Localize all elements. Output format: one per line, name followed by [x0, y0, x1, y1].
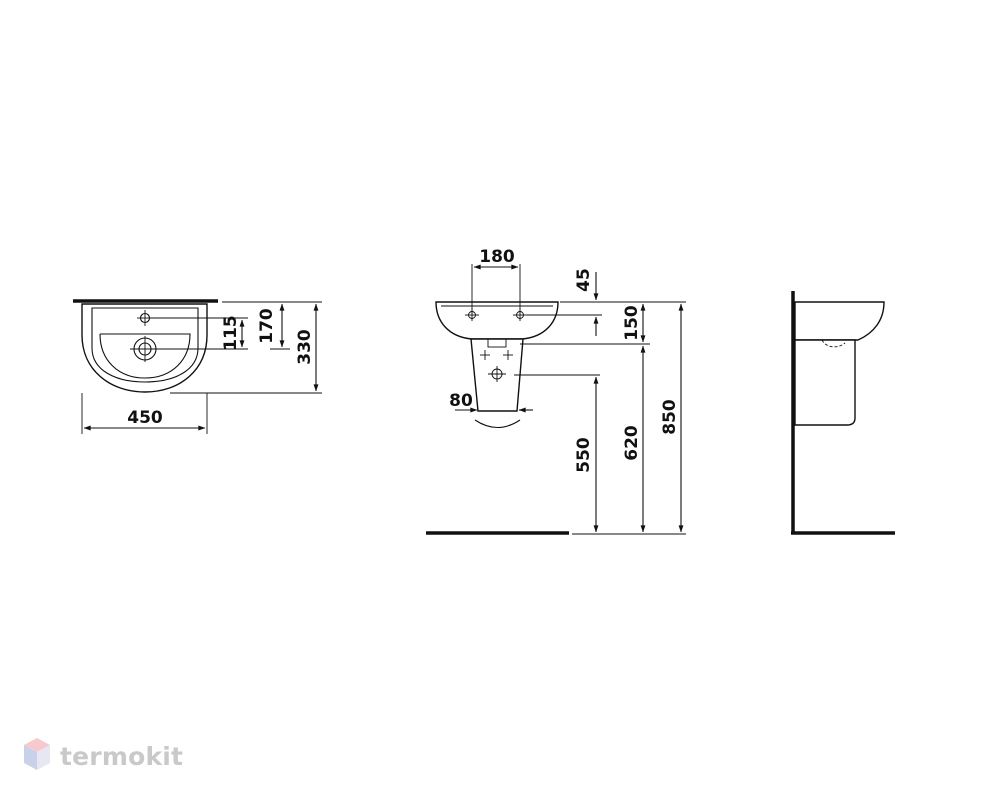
dim-depth: 330: [295, 329, 315, 365]
front-view-supply-right: [503, 350, 513, 360]
front-view-supply-left: [480, 350, 490, 360]
front-view: 180 45 150 550 620 850: [426, 247, 686, 535]
top-view-drain: [130, 336, 160, 362]
brand-name: termokit: [60, 741, 184, 771]
dim-waste-height: 550: [574, 437, 594, 473]
dim-tap-offset: 170: [257, 308, 277, 344]
dim-basin-height: 150: [622, 305, 642, 341]
brand-logo: termokit: [22, 735, 183, 777]
side-view: [791, 291, 895, 535]
top-view-inner-bowl: [91, 307, 199, 383]
dim-tap-spacing: 180: [479, 247, 515, 267]
side-view-siphon: [821, 339, 846, 348]
dim-width: 450: [127, 408, 163, 428]
dim-top-rim: 45: [574, 268, 594, 292]
top-view: 450 115 170 330: [73, 299, 322, 434]
dim-total-height: 850: [660, 399, 680, 435]
dim-drain-offset: 115: [221, 315, 241, 351]
top-view-basin-outline: [81, 303, 208, 393]
dim-pedestal-width: 80: [449, 391, 473, 411]
front-view-basin: [435, 301, 559, 340]
dim-pedestal-height: 620: [622, 425, 642, 461]
front-view-waste: [488, 366, 506, 382]
side-view-pedestal: [794, 339, 856, 426]
cube-logo-icon: [24, 738, 50, 770]
front-view-pedestal-foot: [474, 419, 521, 429]
side-view-basin: [794, 301, 885, 341]
